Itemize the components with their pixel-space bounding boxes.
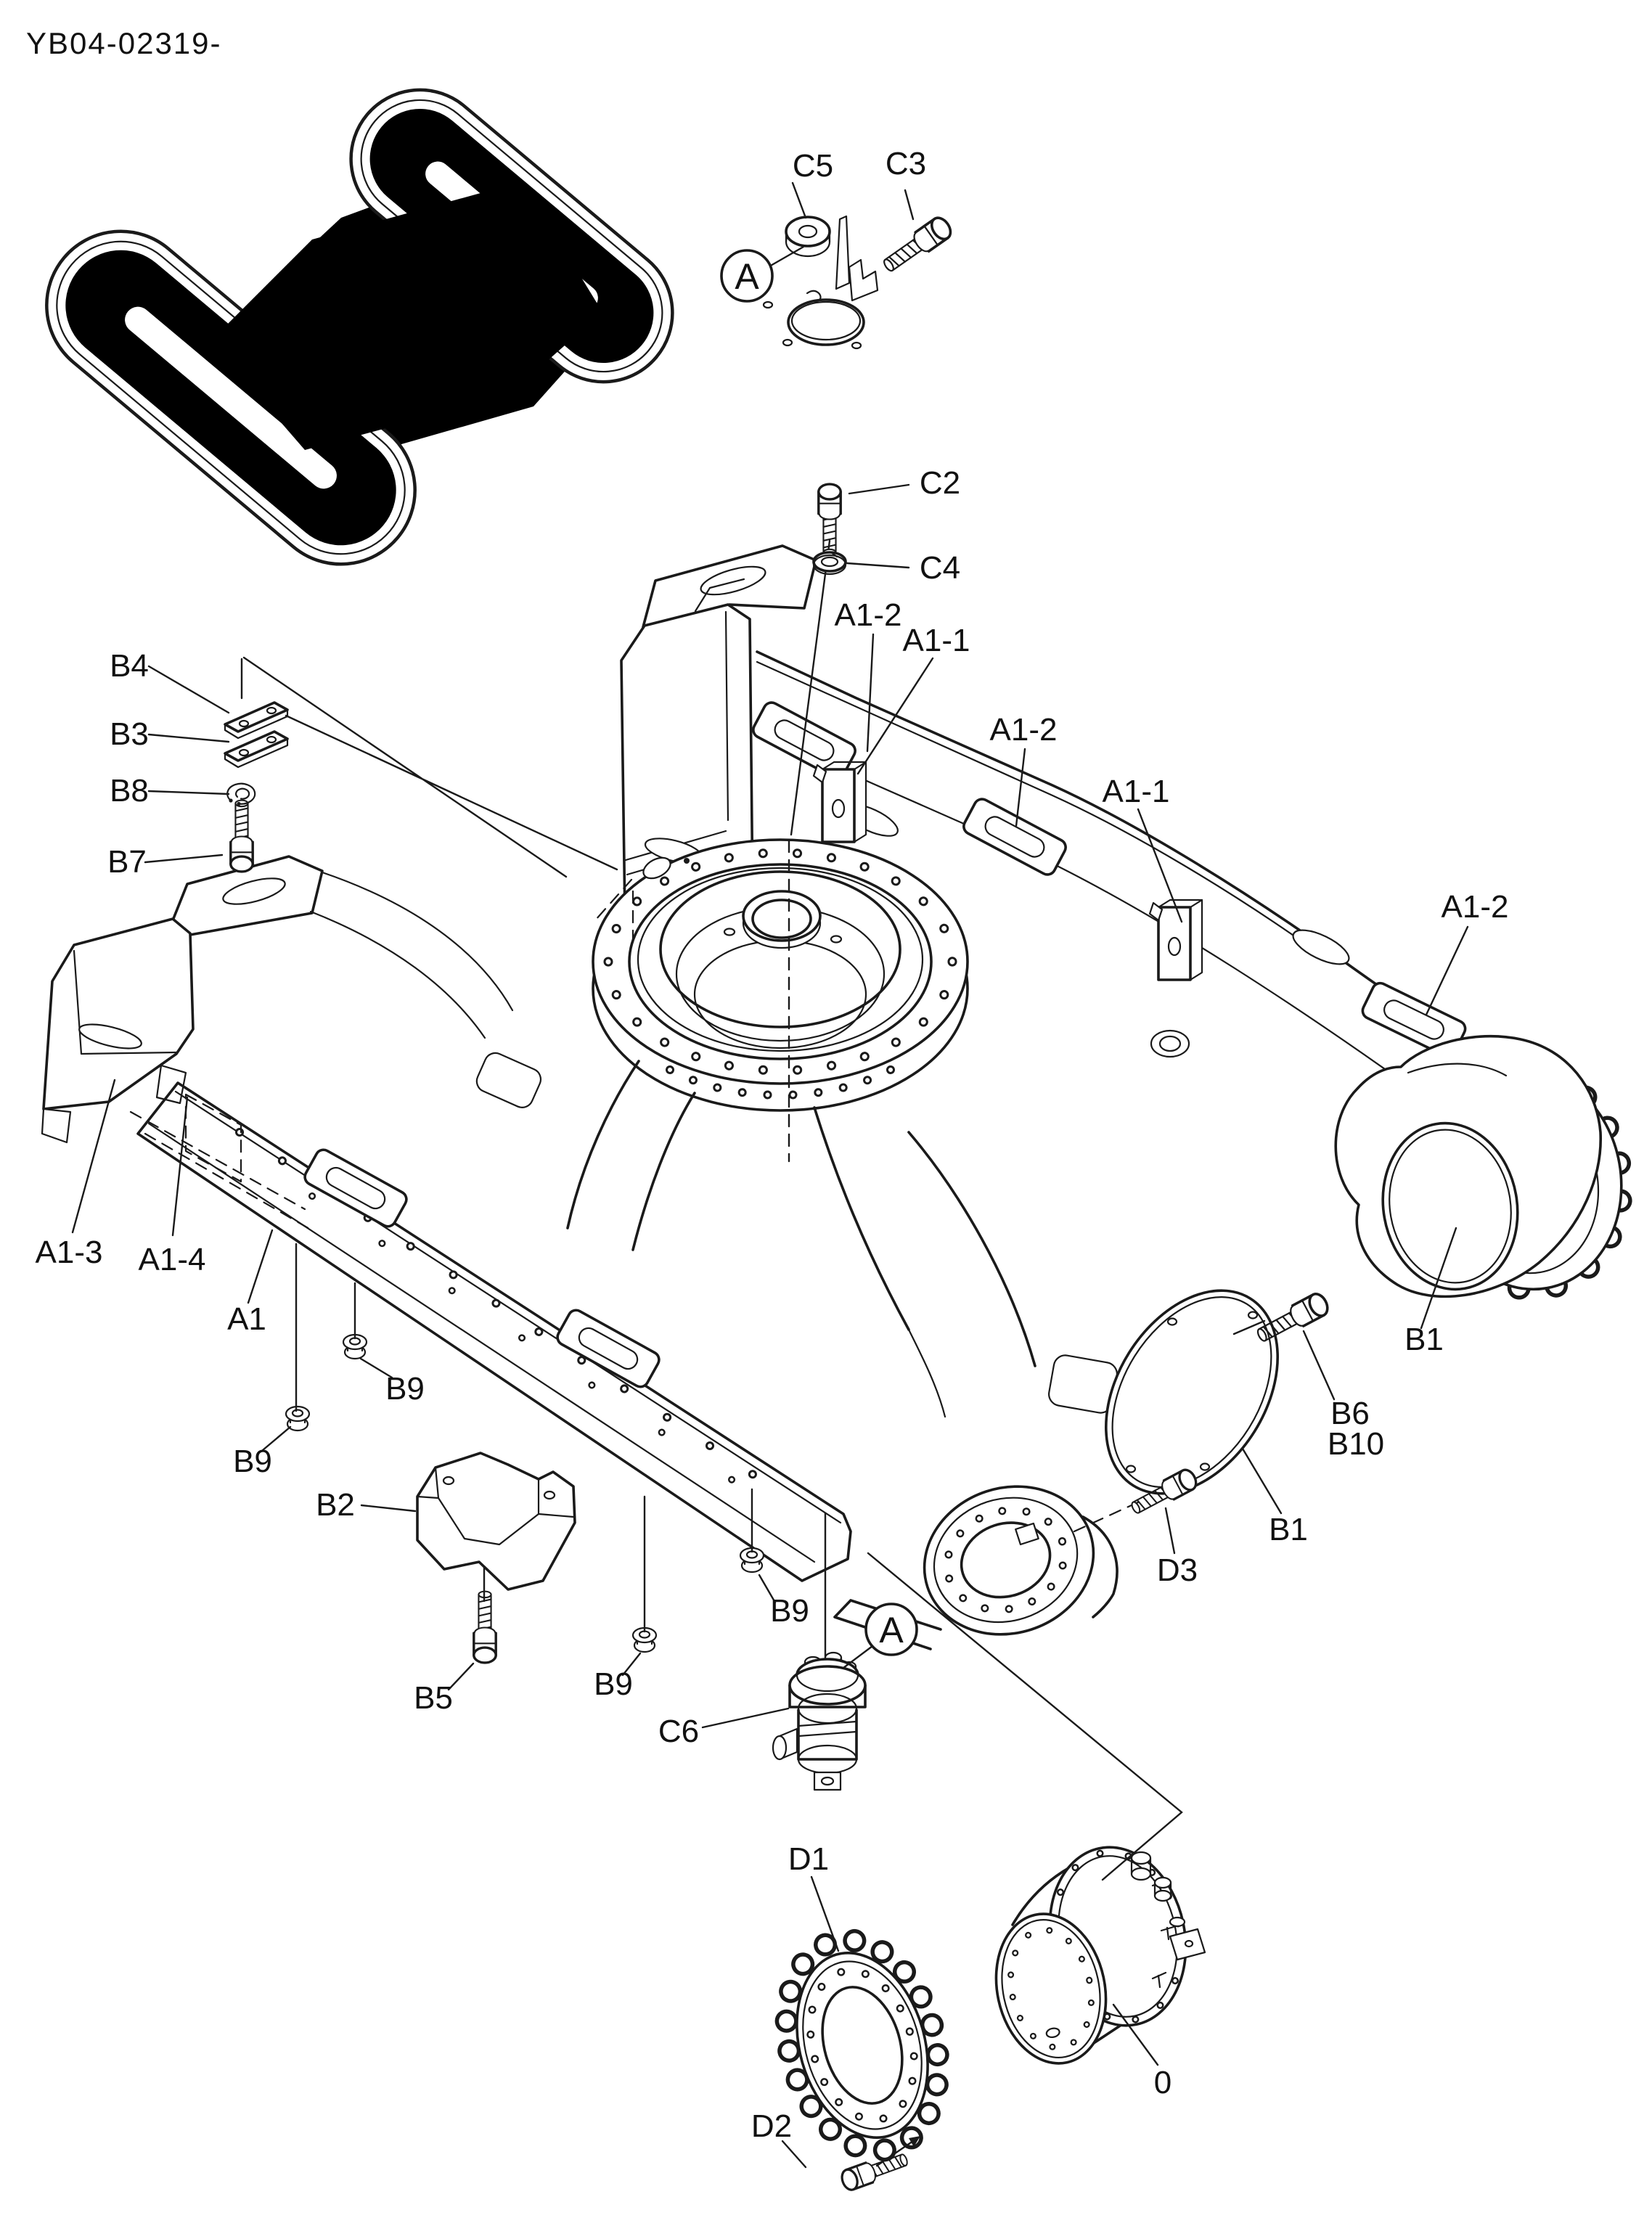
- rubber-pad-near-1: [300, 1145, 411, 1231]
- clamp-block-a1-1-second: [1148, 899, 1203, 981]
- callout-b9-third: B9: [594, 1666, 633, 1702]
- callout-b5: B5: [414, 1680, 453, 1716]
- callout-b10: B10: [1328, 1426, 1384, 1462]
- rotary-joint-c6: [772, 1651, 867, 1791]
- d2-arrow: [875, 2136, 920, 2167]
- crawler-silhouette-thumbnail: [45, 88, 674, 566]
- cover-plate-holes: [1125, 1311, 1259, 1473]
- bolt-b5: [473, 1589, 497, 1664]
- rubber-pad-a1-2-second: [960, 795, 1070, 879]
- callout-b1-plate: B1: [1269, 1512, 1308, 1547]
- callout-a1-2-third: A1-2: [1442, 889, 1509, 925]
- nut-c5: [785, 216, 831, 258]
- callout-d3: D3: [1157, 1552, 1198, 1588]
- b4-b3-install-lines: [240, 656, 618, 878]
- plate-to-bolt-line: [1232, 1319, 1266, 1335]
- callout-c2: C2: [920, 465, 960, 501]
- callout-b4: B4: [110, 648, 149, 684]
- callout-c3: C3: [886, 146, 926, 181]
- callout-b9-first: B9: [385, 1371, 425, 1407]
- bolt-b7: [229, 798, 254, 873]
- callout-a1: A1: [227, 1301, 266, 1337]
- detail-marker-a-bottom: A: [864, 1603, 918, 1656]
- swing-bearing: [592, 838, 969, 1112]
- detail-marker-a-top-letter: A: [735, 256, 759, 297]
- rail-link-holes: [235, 1128, 799, 1507]
- callout-a1-2-second: A1-2: [990, 712, 1058, 748]
- assembly-centerline: [788, 539, 831, 1673]
- drawing-code: YB04-02319-: [26, 26, 222, 60]
- detail-marker-a-top: A: [720, 249, 774, 303]
- callout-a1-4: A1-4: [139, 1242, 206, 1277]
- callout-d1: D1: [788, 1841, 829, 1877]
- callout-c4: C4: [920, 550, 960, 586]
- callout-b8: B8: [110, 773, 149, 809]
- bolt-c3: [878, 213, 956, 278]
- leader-lines: [71, 181, 1469, 2169]
- frame-arms: [566, 1060, 1036, 1418]
- callout-b6: B6: [1330, 1396, 1370, 1431]
- grommet-guide-lines: [295, 1243, 753, 1633]
- callout-a1-1-second: A1-1: [1103, 774, 1170, 809]
- callout-b9-second: B9: [233, 1444, 272, 1479]
- callout-b9-fourth: B9: [770, 1593, 809, 1629]
- track-guide-b2: [416, 1452, 576, 1591]
- callout-c5: C5: [793, 148, 833, 184]
- callout-labels: C5 C3 C2 C4 A1-2 A1-1 A1-2 A1-1 A1-2 B4 …: [36, 146, 1509, 2144]
- cover-plate-b1: [1105, 1289, 1279, 1495]
- plate-b3: [224, 730, 289, 769]
- callout-b2: B2: [316, 1487, 355, 1523]
- callout-c6: C6: [658, 1714, 699, 1749]
- callout-a1-1-first: A1-1: [903, 623, 970, 658]
- sprocket-housing-right: [1334, 1034, 1633, 1301]
- snap-ring-b8: [226, 782, 256, 806]
- track-frame-near-rail: [41, 855, 1190, 1582]
- callout-b7: B7: [107, 844, 147, 880]
- callout-a1-3: A1-3: [36, 1235, 103, 1270]
- track-frame-far-rail: [749, 650, 1497, 1097]
- bearing-bolt-holes: [603, 848, 957, 1076]
- motor-fittings: [1130, 1851, 1206, 1961]
- callout-b1-housing: B1: [1404, 1322, 1444, 1357]
- motor-mount-drum: [833, 1485, 1142, 1650]
- callout-a1-2-first: A1-2: [835, 597, 902, 633]
- travel-motor-0: [994, 1846, 1206, 2065]
- callout-d2: D2: [751, 2108, 792, 2144]
- callout-b3: B3: [110, 716, 149, 752]
- cover-bracket-detail: [762, 215, 879, 350]
- washer-c4: [812, 551, 847, 576]
- callout-0-motor: 0: [1154, 2065, 1171, 2100]
- sprocket-d1: [774, 1928, 950, 2162]
- rubber-pad-near-2: [553, 1306, 663, 1391]
- detail-marker-a-bottom-letter: A: [879, 1610, 904, 1650]
